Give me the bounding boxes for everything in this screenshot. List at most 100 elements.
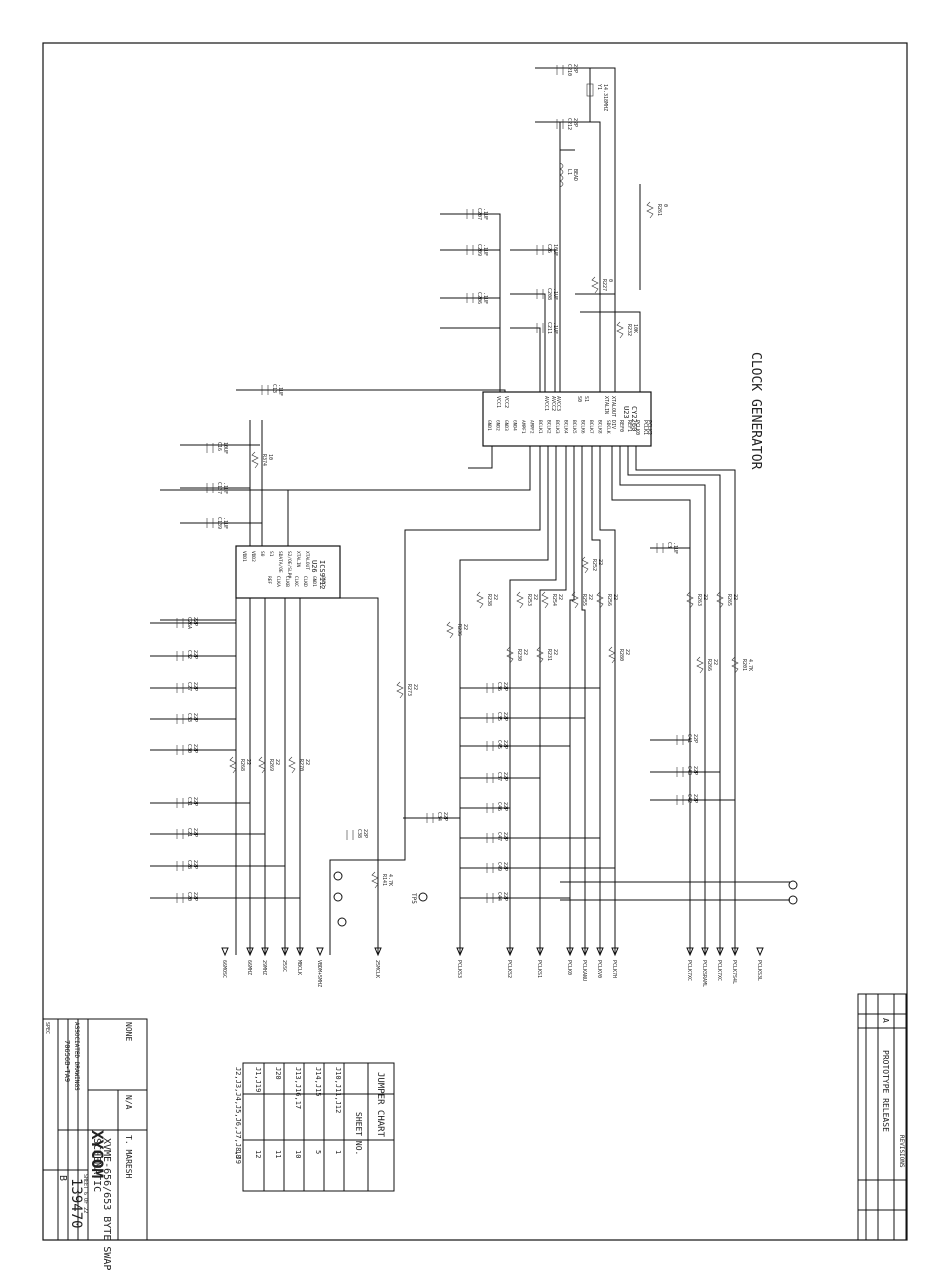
net-label: PCLKS3 (456, 947, 464, 978)
component-value: .1UF (672, 542, 678, 554)
sheet-border (42, 42, 908, 1241)
revision-desc: PROTOTYPE RELEASE (881, 1050, 890, 1132)
component-ref: R238 (486, 594, 492, 606)
drawn-by: T. MARESH (124, 1135, 133, 1179)
jumper-row-sheet: 12 (254, 1150, 262, 1158)
component-ref: C44 (496, 892, 502, 901)
revision-block (857, 993, 907, 1241)
wires (150, 67, 790, 955)
component-ref: C139 (216, 517, 222, 529)
component-value: 22P (692, 794, 698, 803)
net-name: PCLK0 (566, 960, 572, 975)
component-value: 14.318MHZ (602, 84, 608, 111)
component-c13: C13.1UF (261, 384, 283, 396)
component-value: 4.7K (747, 659, 753, 671)
component-ref: C43 (686, 766, 692, 775)
component-ref: C26 (546, 244, 552, 253)
component-value: 22P (192, 828, 198, 837)
component-ref: R270 (298, 759, 304, 771)
component-ref: C49 (496, 862, 502, 871)
u26-pin-label: XTALOUT (304, 551, 310, 570)
sheet-no: SHEET 6 OF 22 (82, 1174, 88, 1213)
component-ref: R253 (526, 594, 532, 606)
component-ref: C38 (356, 829, 362, 838)
component-ref: C209 (476, 244, 482, 256)
component-value: .1UF (277, 384, 283, 396)
component-value: .1UF (552, 322, 558, 334)
u23-pin-label: SDCLK (605, 420, 611, 434)
component-value: 22P (502, 802, 508, 811)
component-value: .1UF (552, 288, 558, 300)
revision-rev: A (881, 1018, 890, 1023)
net-label: 25SC (281, 947, 289, 972)
u23-pin-label: BCLK3 (554, 420, 560, 434)
net-label: PCLK7H (611, 947, 619, 978)
u26-pin-label: CLKD (302, 576, 308, 587)
u23-pin-label: PCLK1 (642, 420, 648, 435)
net-label: PCLKS2 (506, 947, 514, 978)
spec-label: SPEC (44, 1022, 50, 1034)
revision-header: REVISIONS (898, 1135, 905, 1168)
assoc-drawings: ASSOCIATED DRAWINGS (73, 1022, 80, 1091)
u23-pin-label: BCLK5 (571, 420, 577, 434)
u23-pin-label: VCC2 (503, 396, 509, 408)
u23-pin-label: BCLK4 (563, 420, 569, 434)
u23-pin-label: GND1 (486, 420, 492, 431)
component-ref: C45 (496, 740, 502, 749)
component-ref: C137 (216, 482, 222, 494)
net-name: 25SC (281, 960, 287, 972)
u23-pin-label: BCLK7 (588, 420, 594, 434)
component-value: .1UF (222, 517, 228, 529)
component-value: 22 (532, 594, 538, 600)
net-label: PCLK7XC (716, 947, 724, 981)
net-name: 66MHZ (246, 960, 252, 975)
component-c139: C139.1UF (206, 517, 228, 529)
component-value: 10 (267, 454, 273, 460)
jumper-row-connectors: J13,J16,17 (294, 1067, 302, 1109)
component-ref: R263 (696, 594, 702, 606)
u23-pin-label: REF0 (618, 420, 624, 432)
component-value: 22 (587, 594, 593, 600)
component-ref: R252 (591, 559, 597, 571)
component-value: 22P (502, 862, 508, 871)
component-ref: R231 (546, 649, 552, 661)
component-ref: C21 (186, 828, 192, 837)
u26-pin-label: GND1 (311, 576, 317, 587)
component-value: 22P (572, 64, 578, 73)
u23-pin-label: PCLK2 (646, 420, 652, 435)
net-name: PCLKS2 (506, 960, 512, 978)
component-ref: C37 (496, 772, 502, 781)
u26-pin-label: CLKA (275, 576, 281, 587)
component-ref: R374 (261, 454, 267, 466)
net-name: 29MHZ (261, 960, 267, 975)
component-ref: C47 (496, 832, 502, 841)
component-ref: C42 (686, 794, 692, 803)
jumper-row-sheet: 11 (274, 1150, 282, 1158)
jumper-chart (242, 1062, 395, 1192)
component-value: 22P (502, 832, 508, 841)
